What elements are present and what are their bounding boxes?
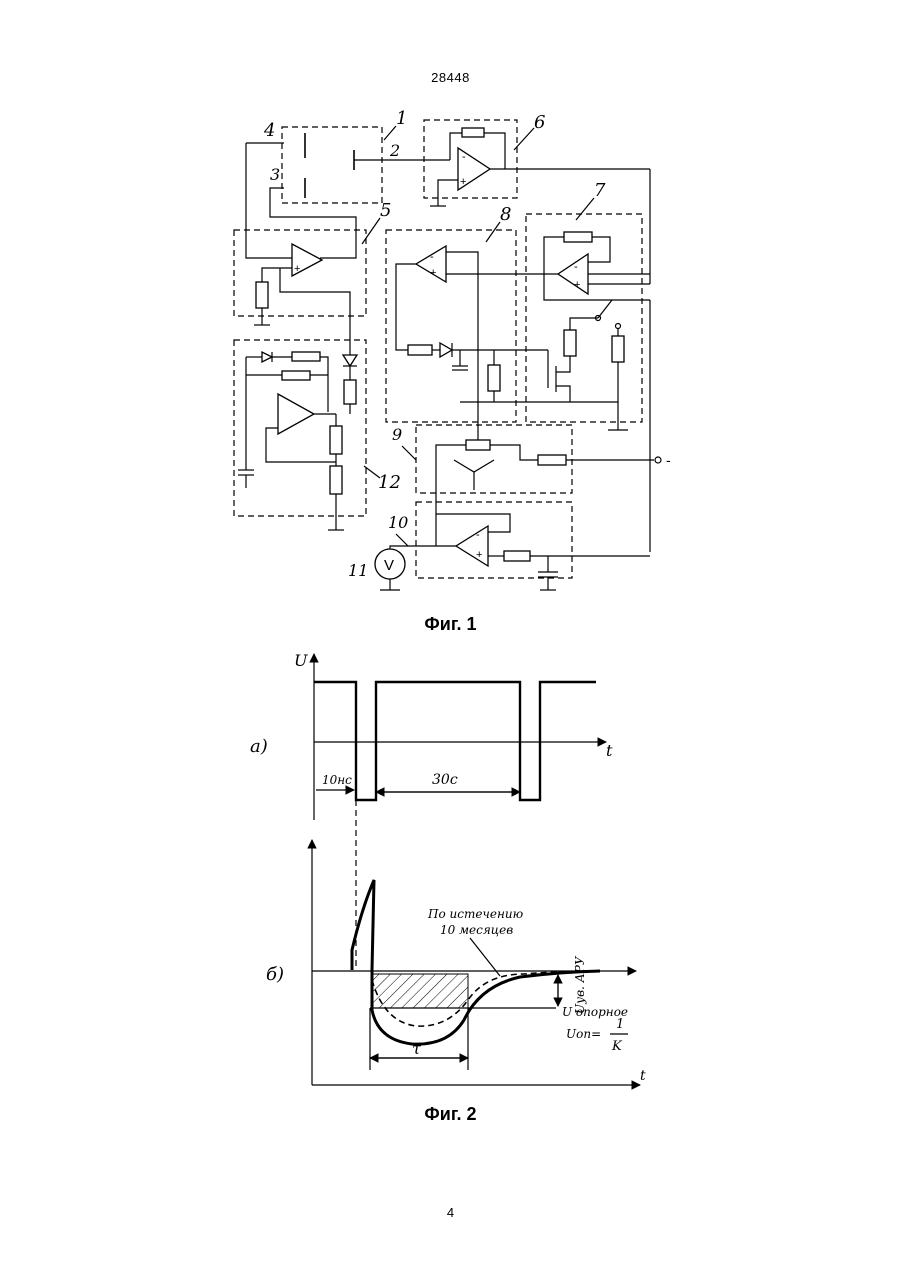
u-formula-lhs: Uоп=: [566, 1027, 601, 1041]
tau-label: τ: [412, 1039, 422, 1058]
resistor-7-feedback: [564, 232, 592, 242]
panel-b-label: б): [266, 964, 284, 985]
opamp-6-plus: +: [460, 176, 466, 188]
resistor-5: [256, 282, 268, 308]
label-4: 4: [263, 120, 275, 141]
figure-2-caption: Фиг. 2: [0, 1104, 901, 1125]
u-formula-den: K: [611, 1039, 623, 1054]
label-2: 2: [389, 141, 400, 160]
diode-12: [262, 352, 272, 362]
u-formula-num: 1: [616, 1017, 624, 1032]
response-curve: [352, 880, 600, 1044]
opamp-7-minus: -: [574, 261, 578, 273]
hatched-area: [372, 974, 468, 1008]
resistor-12c: [282, 371, 310, 380]
opamp-7: [558, 254, 588, 294]
panel-b-x-label: t: [640, 1068, 646, 1084]
block-1-boundary: [282, 127, 382, 203]
label-3: 3: [270, 165, 280, 184]
diode-8: [440, 343, 452, 357]
voltmeter-symbol: V: [384, 557, 394, 574]
switch-contact-b: [616, 324, 621, 329]
opamp-12: [278, 394, 314, 434]
label-8: 8: [500, 204, 511, 225]
resistor-12d: [330, 426, 342, 454]
panel-a-y-label: U: [294, 651, 308, 670]
resistor-10: [504, 551, 530, 561]
period-label: 30с: [432, 772, 458, 788]
output-terminal: [655, 457, 661, 463]
potentiometer-9: [466, 440, 490, 450]
resistor-12b: [292, 352, 320, 361]
label-10: 10: [388, 513, 408, 532]
opamp-7-plus: +: [574, 279, 580, 291]
figure-1-caption: Фиг. 1: [0, 614, 901, 635]
opamp-6-minus: -: [462, 151, 466, 163]
opamp-8-plus: +: [430, 267, 436, 279]
resistor-8b: [488, 365, 500, 391]
page-number: 4: [0, 1205, 901, 1220]
label-11: 11: [348, 561, 368, 580]
resistor-6-feedback: [462, 128, 484, 137]
label-12: 12: [378, 472, 401, 493]
annotation-line-1: По истечению: [427, 907, 524, 921]
terminal-sign: -: [666, 452, 671, 468]
panel-a-x-label: t: [606, 741, 613, 760]
figure-2-timing: U t а) 10нс 30с t б) τ Uув. АРУ U опорно…: [0, 640, 901, 1100]
resistor-9: [538, 455, 566, 465]
figure-1-schematic: - + + - + - +: [0, 0, 901, 600]
opamp-10-plus: +: [476, 549, 482, 561]
opamp-10-minus: -: [476, 529, 480, 541]
opamp-5-plus: +: [294, 263, 300, 275]
label-9: 9: [392, 425, 402, 444]
annotation-line-2: 10 месяцев: [440, 923, 513, 937]
opamp-10: [456, 526, 488, 566]
label-6: 6: [534, 112, 545, 133]
label-5: 5: [380, 200, 391, 221]
diode-5: [343, 355, 357, 366]
resistor-12e: [330, 466, 342, 494]
resistor-8a: [408, 345, 432, 355]
resistor-12a: [344, 380, 356, 404]
label-7: 7: [594, 180, 606, 201]
block-8-boundary: [386, 230, 516, 422]
panel-a-label: а): [250, 736, 268, 757]
resistor-7b: [612, 336, 624, 362]
opamp-8-minus: -: [430, 251, 434, 263]
resistor-7a: [564, 330, 576, 356]
pulse-width-label: 10нс: [322, 773, 352, 787]
label-1: 1: [396, 108, 407, 129]
